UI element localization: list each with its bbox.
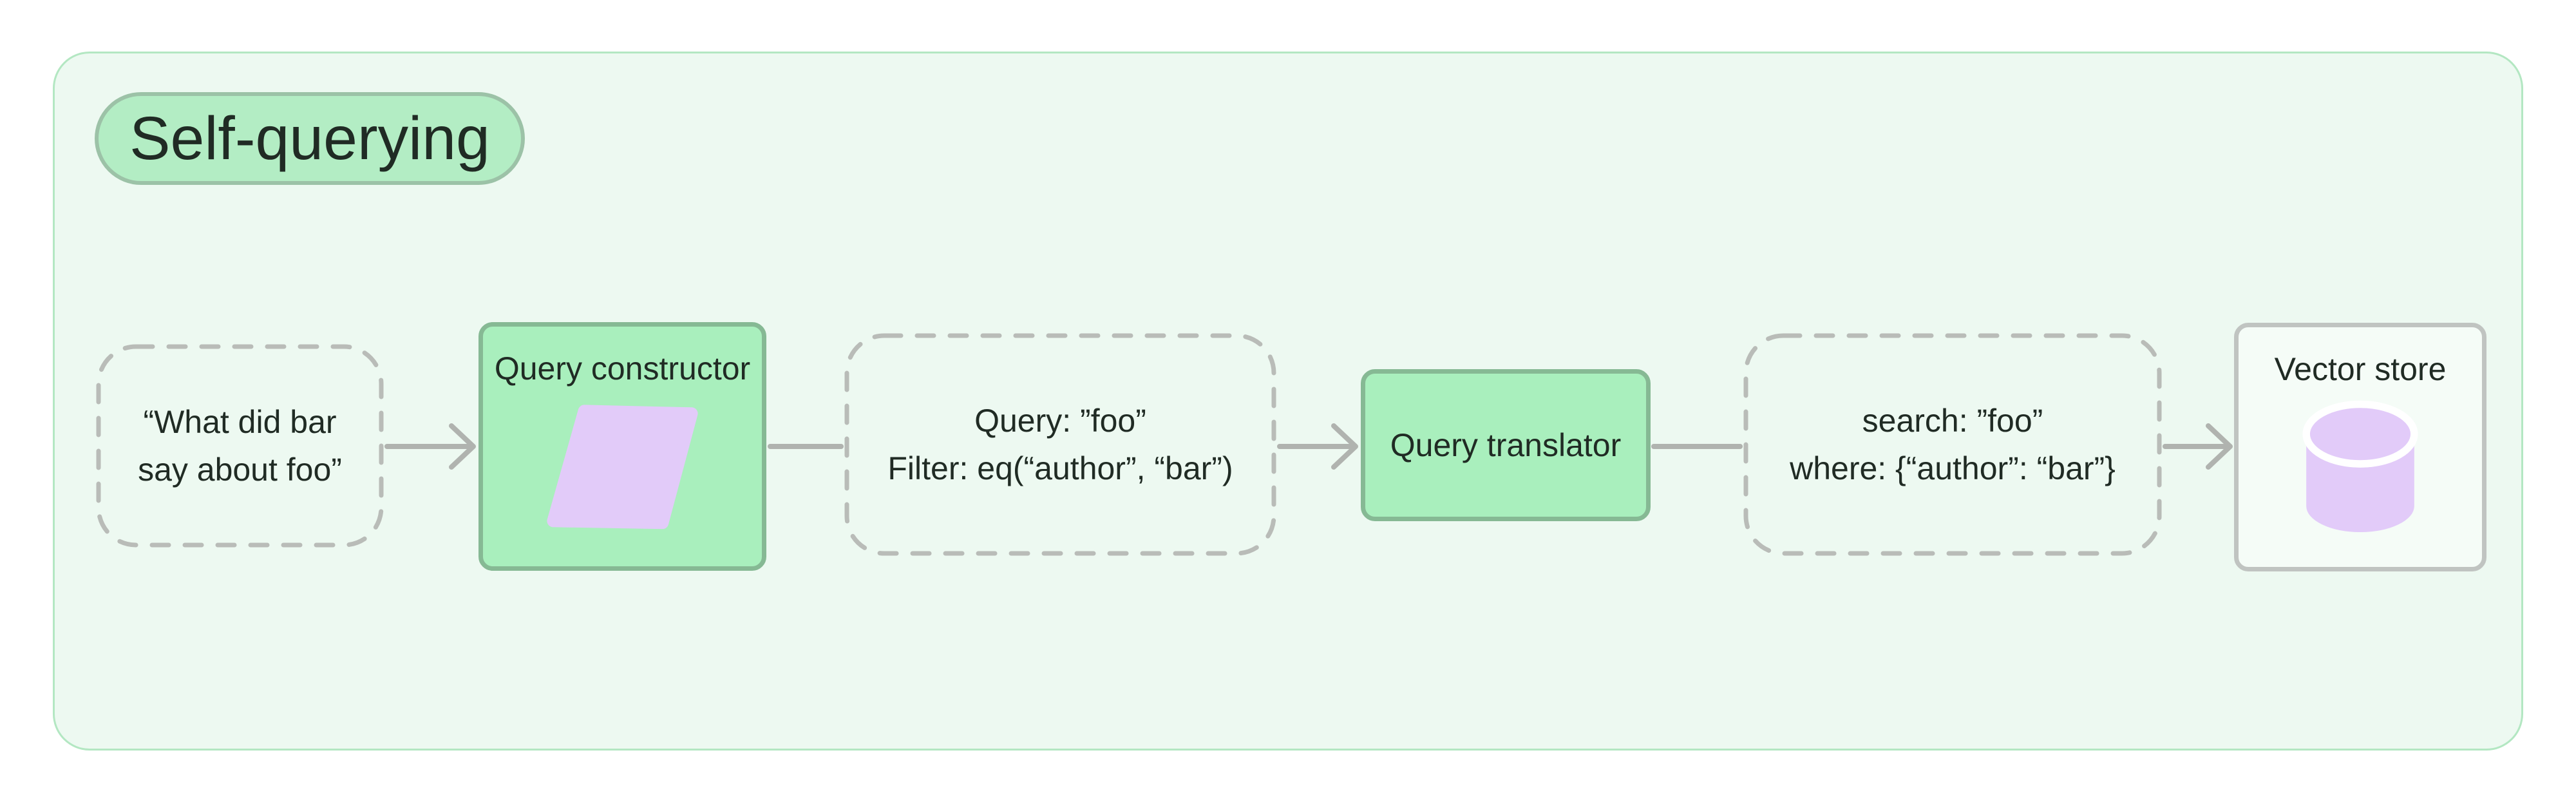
dashed-border: [1743, 333, 2162, 556]
parallelogram-icon: [547, 405, 698, 530]
node-text-line: search: ”foo”: [1862, 403, 2043, 439]
node-text-line: Query: ”foo”: [974, 403, 1146, 439]
arrowhead-icon-3: [2206, 423, 2233, 470]
dashed-border: [96, 344, 384, 548]
title-badge-label: Self-querying: [129, 104, 490, 173]
node-text-line: Filter: eq(“author”, “bar”): [887, 450, 1233, 486]
node-input-query: “What did bar say about foo”: [95, 343, 384, 548]
node-constructed-query: Query: ”foo” Filter: eq(“author”, “bar”): [844, 332, 1277, 557]
node-text: Query: ”foo” Filter: eq(“author”, “bar”): [887, 397, 1233, 492]
arrowhead-icon-1: [449, 423, 476, 470]
node-text-line: where: {“author”: “bar”}: [1790, 450, 2116, 486]
node-label: Query translator: [1390, 427, 1622, 463]
node-text-line: say about foo”: [138, 452, 342, 488]
diagram-panel: Self-querying “What did bar say about fo…: [53, 52, 2523, 751]
node-text-line: “What did bar: [143, 404, 337, 440]
node-text: “What did bar say about foo”: [138, 398, 342, 493]
database-icon: [2302, 400, 2418, 533]
database-body: [2306, 437, 2414, 533]
node-query-translator: Query translator: [1361, 369, 1651, 521]
dashed-border: [844, 333, 1276, 556]
node-translated-query: search: ”foo” where: {“author”: “bar”}: [1743, 332, 2163, 557]
node-vector-store: Vector store: [2234, 323, 2486, 571]
node-query-constructor: Query constructor: [478, 322, 766, 571]
node-text: search: ”foo” where: {“author”: “bar”}: [1790, 397, 2116, 492]
node-label: Vector store: [2274, 351, 2447, 387]
title-badge: Self-querying: [95, 92, 525, 185]
database-top: [2302, 400, 2418, 468]
arrowhead-icon-2: [1331, 423, 1358, 470]
node-label: Query constructor: [494, 350, 751, 387]
